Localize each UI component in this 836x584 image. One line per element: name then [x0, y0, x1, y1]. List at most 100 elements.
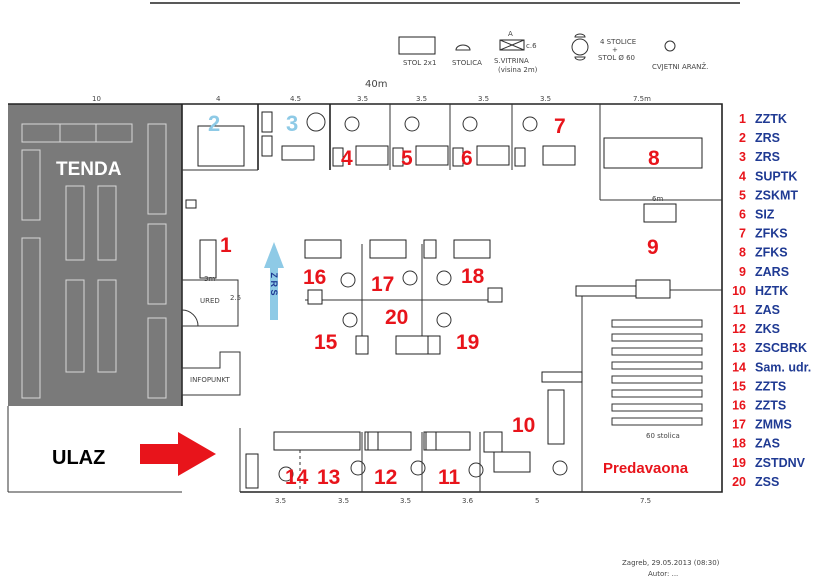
signature-line-2: Autor: ...: [648, 570, 678, 578]
zrs-direction-label: Z R S: [269, 272, 279, 295]
legend-name: ZSCBRK: [755, 341, 807, 355]
tent-area: TENDA: [8, 104, 182, 406]
svg-text:5: 5: [535, 497, 539, 505]
legend-name: ZSTDNV: [755, 456, 806, 470]
legend-number: 2: [739, 131, 746, 145]
legend-name: Sam. udr.: [755, 360, 811, 374]
legend-name: ZRS: [755, 131, 780, 145]
svg-text:3.5: 3.5: [400, 497, 411, 505]
legend-number: 14: [732, 360, 746, 374]
stand-2: 2: [208, 111, 220, 136]
legend-name: ZSS: [755, 475, 779, 489]
total-length: 40m: [365, 79, 387, 90]
stand-9-width: 6m: [652, 195, 663, 203]
stand-17: 17: [371, 273, 394, 296]
legend-row: 2 ZRS: [739, 131, 780, 145]
legend-row: 14 Sam. udr.: [732, 360, 811, 374]
flower-symbol-label: CVJETNI ARANŽ.: [652, 62, 708, 71]
entrance-arrow-icon: [140, 432, 216, 476]
legend-name: ZKS: [755, 322, 780, 336]
chair-symbol-label: STOLICA: [452, 59, 482, 67]
legend-number: 1: [739, 112, 746, 126]
svg-text:3.6: 3.6: [462, 497, 474, 505]
legend-number: 16: [732, 399, 746, 413]
legend-name: ZZTK: [755, 112, 787, 126]
legend-row: 9 ZARS: [739, 265, 789, 279]
entrance-label: ULAZ: [52, 447, 105, 469]
stand-9: 9: [647, 236, 659, 259]
info-point-label: INFOPUNKT: [190, 376, 230, 384]
showcase-symbol-note: (visina 2m): [498, 66, 538, 74]
legend-name: SIZ: [755, 208, 775, 222]
showcase-dim-a: A: [508, 30, 513, 38]
legend-number: 8: [739, 246, 746, 260]
legend-number: 19: [732, 456, 746, 470]
stand-10: 10: [512, 414, 535, 437]
svg-text:STOL Ø 60: STOL Ø 60: [598, 54, 635, 62]
stand-6: 6: [461, 147, 473, 170]
table-symbol: [398, 36, 436, 55]
legend-row: 19 ZSTDNV: [732, 456, 806, 470]
legend-number: 9: [739, 265, 746, 279]
legend-name: ZRS: [755, 150, 780, 164]
legend-name: HZTK: [755, 284, 788, 298]
legend-row: 13 ZSCBRK: [732, 341, 807, 355]
svg-text:3.5: 3.5: [478, 95, 489, 103]
stand-12: 12: [374, 466, 397, 489]
showcase-dim-b: c.6: [526, 42, 537, 50]
stand-numbers: 1 2 3 4 5 6 7 8 9 10 11 12 13 14 15 16 1…: [208, 111, 660, 489]
legend-number: 3: [739, 150, 746, 164]
signature-line: Zagreb, 29.05.2013 (08:30): [622, 559, 720, 567]
round-table-label: 4 STOLICE: [600, 38, 636, 46]
legend-number: 4: [739, 169, 746, 183]
office-depth: 2.5: [230, 294, 241, 302]
svg-text:3.5: 3.5: [338, 497, 349, 505]
legend-row: 11 ZAS: [733, 303, 780, 317]
stand-18: 18: [461, 265, 485, 288]
svg-text:7.5m: 7.5m: [633, 95, 651, 103]
svg-text:3.5: 3.5: [540, 95, 551, 103]
lecture-hall-label: Predavaona: [603, 460, 689, 477]
legend-number: 7: [739, 227, 746, 241]
furniture: [185, 111, 703, 489]
stand-19: 19: [456, 331, 479, 354]
stand-16: 16: [303, 266, 326, 289]
zrs-direction-arrow-icon: Z R S: [264, 242, 284, 320]
showcase-symbol-label: S.VITRINA: [494, 57, 529, 65]
legend-row: 3 ZRS: [739, 150, 780, 164]
dimensions-bottom: 3.5 3.5 3.5 3.6 5 7.5: [275, 497, 651, 505]
stand-15: 15: [314, 331, 338, 354]
legend-number: 6: [739, 208, 746, 222]
legend-name: ZAS: [755, 437, 780, 451]
legend-name: ZARS: [755, 265, 789, 279]
chair-symbol: [455, 44, 471, 51]
tent-label: TENDA: [56, 159, 122, 180]
stand-20: 20: [385, 306, 408, 329]
legend-number: 18: [732, 437, 746, 451]
legend-number: 13: [732, 341, 746, 355]
svg-text:7.5: 7.5: [640, 497, 651, 505]
stand-4: 4: [341, 147, 353, 170]
lecture-seats-label: 60 stolica: [646, 432, 680, 440]
legend-number: 15: [732, 379, 746, 393]
svg-text:3.5: 3.5: [275, 497, 286, 505]
walls: [7, 103, 723, 493]
legend-number: 5: [739, 188, 746, 202]
legend-number: 10: [732, 284, 746, 298]
legend-name: ZAS: [755, 303, 780, 317]
legend-number: 11: [733, 303, 746, 317]
legend-row: 6 SIZ: [739, 208, 775, 222]
stand-5: 5: [401, 147, 413, 170]
legend-name: ZMMS: [755, 418, 792, 432]
office-width: 3m: [204, 275, 215, 283]
dimensions-top: 10 4 4.5 3.5 3.5 3.5 3.5 7.5m: [92, 95, 651, 103]
